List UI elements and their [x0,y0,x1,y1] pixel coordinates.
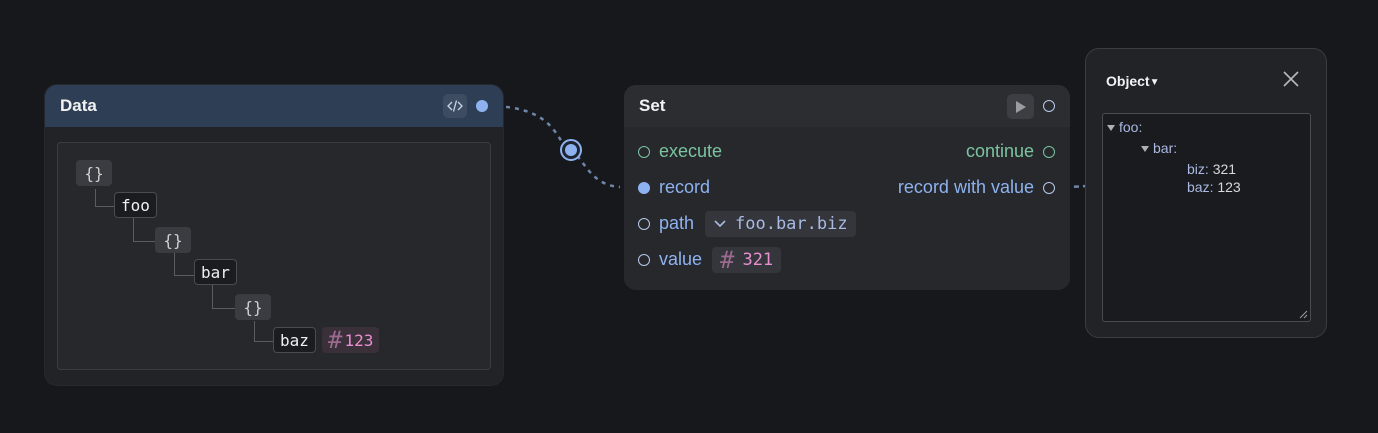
continue-label: continue [965,141,1034,161]
data-node-title: Data [60,96,97,115]
code-view-button[interactable] [443,94,467,118]
object-viewer[interactable]: foo: bar: biz: 321 baz: 123 [1102,113,1311,322]
execute-input-port[interactable] [638,146,650,158]
data-output-port[interactable] [476,100,488,112]
baz-number-value[interactable]: # 123 [322,326,380,354]
baz-row: baz: 123 [1187,179,1241,195]
bar-row[interactable]: bar: [1141,140,1177,156]
data-tree: {} foo {} bar {} baz # 123 [57,142,491,370]
value-input-port[interactable] [638,254,650,266]
triangle-down-icon [1141,146,1149,153]
close-icon[interactable] [1281,69,1301,89]
data-node-header[interactable]: Data [45,85,503,127]
value-label: value [659,249,703,269]
path-input-port[interactable] [638,218,650,230]
set-node-header[interactable]: Set [624,85,1070,127]
bar-key: bar: [1153,140,1178,156]
set-node[interactable]: Set execute continue record record with … [624,85,1070,290]
baz-value: 123 [1217,179,1241,195]
object-panel[interactable]: Object▼ foo: bar: biz: 321 baz: 123 [1085,48,1327,338]
record-label: record [659,177,711,197]
set-node-title: Set [639,96,666,115]
set-header-port[interactable] [1043,100,1055,112]
continue-output-port[interactable] [1043,146,1055,158]
triangle-down-icon [1107,125,1115,132]
biz-row: biz: 321 [1187,161,1236,177]
key-foo[interactable]: foo [114,192,157,218]
chevron-down-icon [714,220,726,228]
run-button[interactable] [1007,94,1034,119]
record-input-port[interactable] [638,182,650,194]
biz-key: biz: [1187,161,1209,177]
execute-label: execute [659,141,723,161]
key-bar[interactable]: bar [194,259,237,285]
reroute-handle[interactable] [560,139,582,161]
resize-handle-icon[interactable] [1298,309,1308,319]
object-panel-title: Object [1106,73,1150,89]
value-number-field[interactable]: # 321 [712,246,782,274]
record-with-value-output-port[interactable] [1043,182,1055,194]
data-to-record-wire [487,104,621,189]
foo-row[interactable]: foo: [1107,119,1142,135]
path-label: path [659,213,695,233]
code-icon [447,100,463,112]
bar-object-tag: {} [235,294,271,320]
path-dropdown[interactable]: foo.bar.biz [705,211,856,237]
foo-key: foo: [1119,119,1143,135]
value-number: 321 [742,250,774,270]
baz-value: 123 [344,330,374,350]
hash-icon: # [328,326,343,354]
biz-value: 321 [1212,161,1237,177]
baz-key: baz: [1187,179,1214,195]
foo-object-tag: {} [155,227,191,253]
play-icon [1015,100,1026,113]
key-baz[interactable]: baz [273,327,316,353]
root-object-tag: {} [76,160,112,186]
data-node[interactable]: Data {} foo {} bar {} baz # 123 [45,85,503,385]
record-with-value-label: record with value [897,177,1034,197]
caret-down-icon: ▼ [1149,77,1160,88]
path-value: foo.bar.biz [735,214,848,234]
hash-icon: # [720,246,735,274]
object-type-dropdown[interactable]: Object▼ [1106,73,1159,89]
